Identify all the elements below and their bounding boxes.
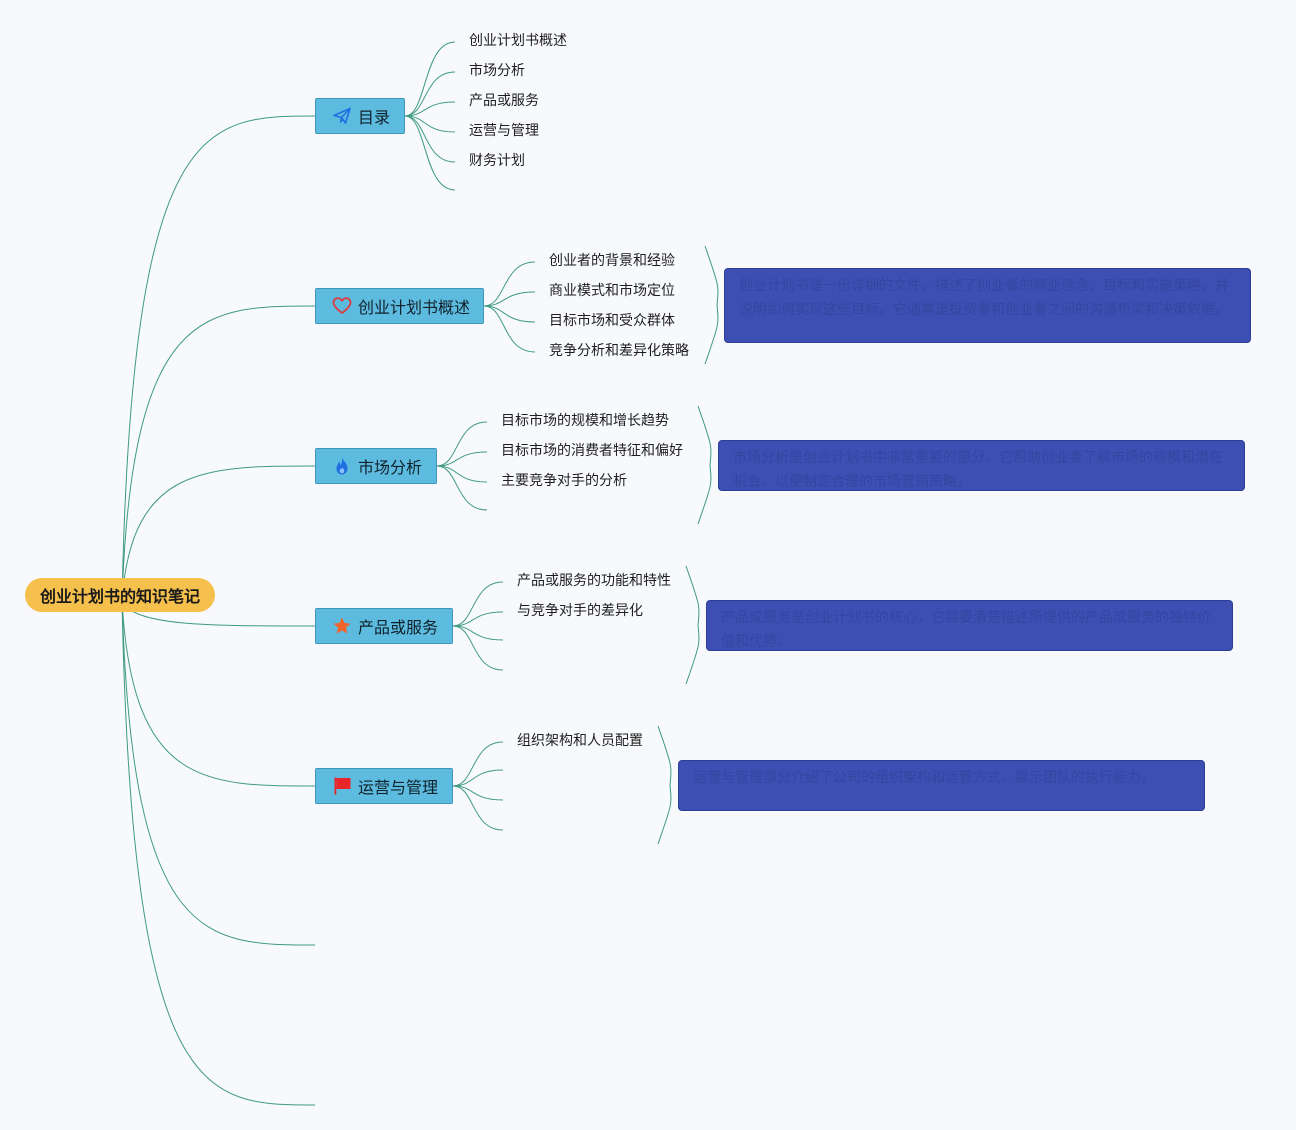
connector-root-overview — [121, 305, 316, 601]
branch-toc[interactable]: 目录 — [315, 98, 405, 134]
connector-market-leaf-3 — [436, 465, 488, 483]
note-market-text: 市场分析是创业计划书中非常重要的部分，它帮助创业者了解市场的规模和潜在机会，以便… — [733, 450, 1223, 490]
connector-operations-leaf-2 — [452, 769, 504, 787]
summary-bracket-operations — [657, 725, 672, 845]
connector-root-empty-1 — [121, 599, 316, 946]
root-topic-label: 创业计划书的知识笔记 — [39, 587, 200, 606]
connector-root-operations — [121, 599, 316, 787]
branch-product[interactable]: 产品或服务 — [315, 608, 453, 644]
connector-overview-leaf-1 — [483, 261, 536, 307]
connector-overview-leaf-3 — [483, 305, 536, 323]
leaf-overview-4[interactable]: 竞争分析和差异化策略 — [549, 343, 689, 359]
branch-overview[interactable]: 创业计划书概述 — [315, 288, 484, 324]
leaf-product-1[interactable]: 产品或服务的功能和特性 — [517, 573, 671, 589]
connector-operations-leaf-1 — [452, 741, 504, 787]
branch-product-label: 产品或服务 — [358, 618, 439, 637]
paper-plane-icon — [333, 107, 351, 124]
branch-operations[interactable]: 运营与管理 — [315, 768, 453, 804]
leaf-toc-2[interactable]: 市场分析 — [469, 63, 525, 79]
note-operations-text: 运营与管理部分介绍了公司的组织架构和运营方式，展示团队的执行能力。 — [693, 770, 1155, 786]
connector-toc-leaf-3 — [404, 101, 456, 117]
branch-overview-label: 创业计划书概述 — [358, 298, 471, 317]
leaf-toc-4[interactable]: 运营与管理 — [469, 123, 539, 139]
connector-product-leaf-3 — [452, 625, 504, 641]
connector-product-leaf-2 — [452, 611, 504, 627]
branch-toc-label: 目录 — [358, 108, 391, 127]
connector-product-leaf-4 — [452, 625, 504, 671]
connector-root-market — [121, 465, 316, 601]
heart-icon — [332, 297, 352, 314]
connector-operations-leaf-3 — [452, 785, 504, 801]
leaf-market-2[interactable]: 目标市场的消费者特征和偏好 — [501, 443, 683, 459]
root-topic[interactable]: 创业计划书的知识笔记 — [25, 578, 215, 612]
connector-root-empty-2 — [121, 599, 316, 1106]
connector-overview-leaf-4 — [483, 305, 536, 353]
note-product[interactable]: 产品或服务是创业计划书的核心，它需要清楚描述所提供的产品或服务的独特价值和优势。 — [706, 600, 1233, 651]
connector-toc-leaf-1 — [404, 41, 456, 117]
branch-market-label: 市场分析 — [358, 458, 423, 477]
connector-toc-leaf-6 — [404, 115, 456, 191]
connector-product-leaf-1 — [452, 581, 504, 627]
summary-bracket-product — [685, 565, 700, 685]
leaf-overview-2[interactable]: 商业模式和市场定位 — [549, 283, 675, 299]
leaf-toc-3[interactable]: 产品或服务 — [469, 93, 539, 109]
connector-operations-leaf-4 — [452, 785, 504, 831]
leaf-product-2[interactable]: 与竞争对手的差异化 — [517, 603, 643, 619]
note-overview-text: 创业计划书是一份详细的文件，描述了创业者的商业理念、目标和实施策略，并说明如何实… — [739, 278, 1229, 318]
connector-toc-leaf-2 — [404, 71, 456, 117]
star-icon — [333, 617, 351, 634]
flag-icon — [334, 777, 351, 795]
connector-market-leaf-4 — [436, 465, 488, 511]
branch-market[interactable]: 市场分析 — [315, 448, 437, 484]
note-overview[interactable]: 创业计划书是一份详细的文件，描述了创业者的商业理念、目标和实施策略，并说明如何实… — [724, 268, 1251, 343]
connector-toc-leaf-4 — [404, 115, 456, 133]
summary-bracket-market — [697, 405, 712, 525]
leaf-market-3[interactable]: 主要竞争对手的分析 — [501, 473, 627, 489]
connector-root-toc — [121, 115, 316, 601]
branch-operations-label: 运营与管理 — [358, 778, 439, 797]
leaf-market-1[interactable]: 目标市场的规模和增长趋势 — [501, 413, 669, 429]
connector-market-leaf-1 — [436, 421, 488, 467]
note-operations[interactable]: 运营与管理部分介绍了公司的组织架构和运营方式，展示团队的执行能力。 — [678, 760, 1205, 811]
note-market[interactable]: 市场分析是创业计划书中非常重要的部分，它帮助创业者了解市场的规模和潜在机会，以便… — [718, 440, 1245, 491]
leaf-toc-5[interactable]: 财务计划 — [469, 153, 525, 169]
leaf-overview-3[interactable]: 目标市场和受众群体 — [549, 313, 675, 329]
note-product-text: 产品或服务是创业计划书的核心，它需要清楚描述所提供的产品或服务的独特价值和优势。 — [721, 610, 1211, 650]
leaf-toc-1[interactable]: 创业计划书概述 — [469, 33, 567, 49]
connector-market-leaf-2 — [436, 451, 488, 467]
leaf-operations-1[interactable]: 组织架构和人员配置 — [517, 733, 643, 749]
summary-bracket-overview — [704, 245, 719, 365]
leaf-overview-1[interactable]: 创业者的背景和经验 — [549, 253, 675, 269]
fire-icon — [336, 457, 348, 475]
connector-toc-leaf-5 — [404, 115, 456, 163]
connector-overview-leaf-2 — [483, 291, 536, 307]
